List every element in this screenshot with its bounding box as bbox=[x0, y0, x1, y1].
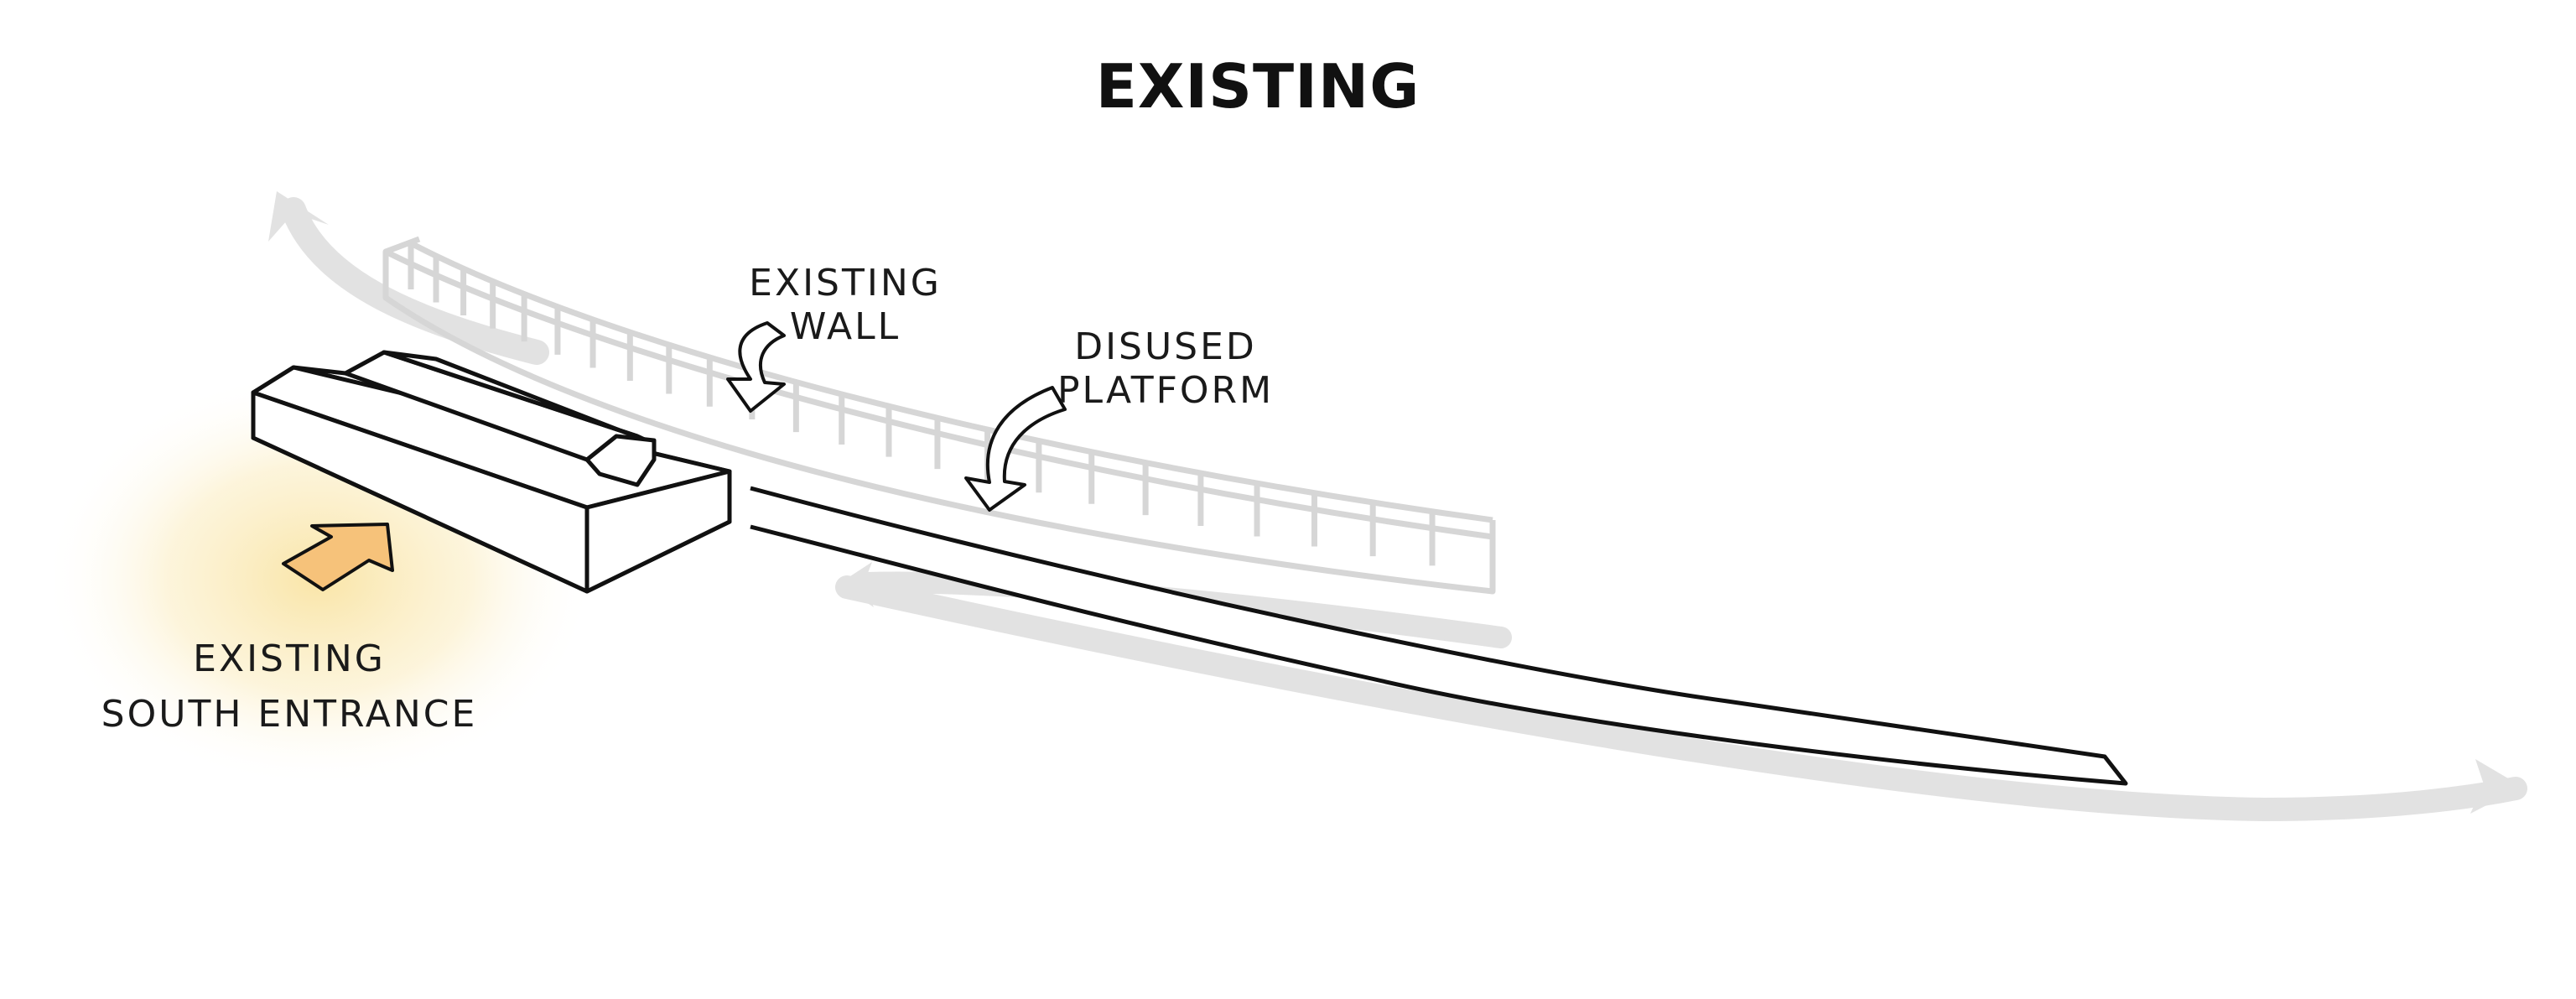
flow-arrow-upper bbox=[268, 191, 549, 365]
south-entrance-label: EXISTING SOUTH ENTRANCE bbox=[101, 637, 478, 736]
svg-text:DISUSED: DISUSED bbox=[1074, 325, 1257, 368]
disused-platform bbox=[750, 486, 2128, 786]
svg-text:SOUTH ENTRANCE: SOUTH ENTRANCE bbox=[101, 693, 478, 736]
entrance-arrow bbox=[282, 523, 394, 591]
svg-text:EXISTING: EXISTING bbox=[749, 262, 942, 304]
south-entrance-building bbox=[251, 350, 732, 594]
existing-wall-label: EXISTING WALL bbox=[749, 262, 942, 348]
disused-platform-callout-arrow bbox=[964, 386, 1067, 512]
svg-text:PLATFORM: PLATFORM bbox=[1057, 369, 1274, 412]
svg-text:WALL: WALL bbox=[790, 305, 901, 348]
diagram-title: EXISTING bbox=[1096, 51, 1420, 122]
disused-platform-label: DISUSED PLATFORM bbox=[1057, 325, 1274, 412]
existing-wall-callout-arrow bbox=[726, 321, 786, 413]
svg-text:EXISTING: EXISTING bbox=[193, 637, 386, 680]
